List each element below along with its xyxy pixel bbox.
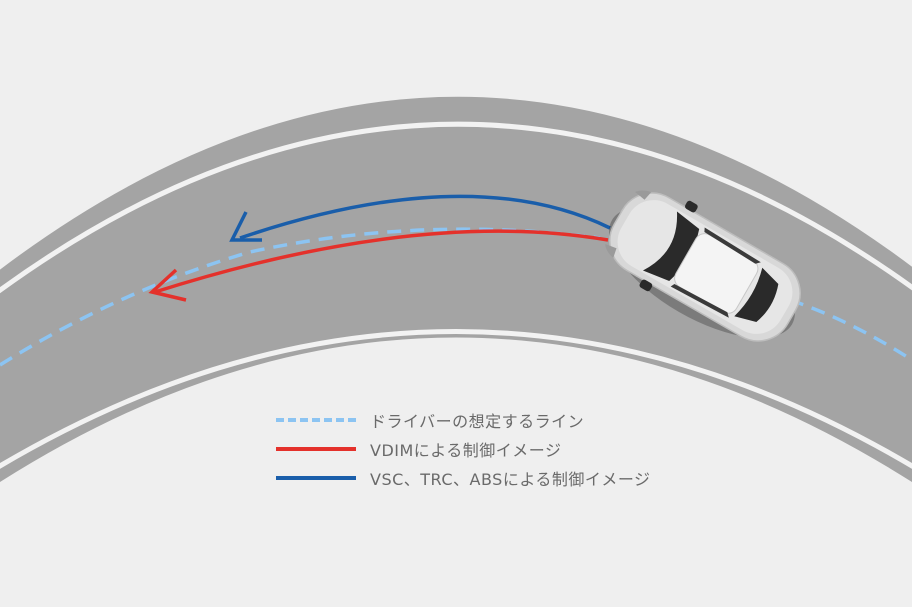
legend-swatch-dashed bbox=[276, 417, 356, 422]
road-surface bbox=[0, 96, 912, 483]
car-icon bbox=[605, 190, 801, 342]
legend-label: ドライバーの想定するライン bbox=[370, 411, 585, 431]
road-edge-line-inner bbox=[0, 329, 912, 469]
driver-intended-line-rear bbox=[789, 298, 912, 362]
legend-swatch-blue bbox=[276, 475, 356, 480]
legend-swatch-red bbox=[276, 446, 356, 451]
legend: ドライバーの想定するライン VDIMによる制御イメージ VSC、TRC、ABSに… bbox=[276, 405, 651, 492]
legend-item-vsc: VSC、TRC、ABSによる制御イメージ bbox=[276, 463, 651, 492]
curved-road bbox=[0, 96, 912, 483]
legend-label: VDIMによる制御イメージ bbox=[370, 440, 562, 460]
driver-intended-line bbox=[0, 227, 601, 367]
road-edge-line-outer bbox=[0, 121, 912, 294]
legend-item-driver-line: ドライバーの想定するライン bbox=[276, 405, 651, 434]
legend-label: VSC、TRC、ABSによる制御イメージ bbox=[370, 469, 651, 489]
legend-item-vdim: VDIMによる制御イメージ bbox=[276, 434, 651, 463]
vdim-path bbox=[148, 229, 609, 302]
vdim-arrowhead bbox=[148, 268, 187, 302]
vsc-arrowhead bbox=[229, 211, 262, 242]
vsc-trc-abs-path bbox=[229, 194, 611, 242]
